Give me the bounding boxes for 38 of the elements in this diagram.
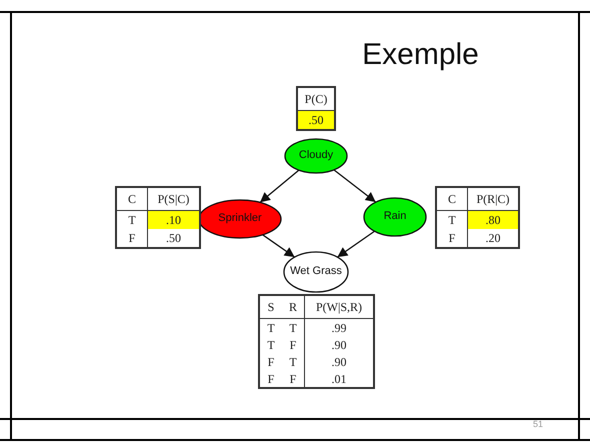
ellipse-node: [284, 138, 348, 174]
table-header: P(W|S,R): [304, 295, 374, 318]
table-value: F: [259, 353, 282, 370]
arrow: [334, 169, 376, 203]
table-value: .80: [468, 210, 519, 229]
table-value: .10: [148, 210, 200, 229]
table-value: T: [259, 336, 282, 353]
table-value: F: [436, 229, 468, 248]
ellipse-node: [363, 197, 427, 237]
table-value: .50: [297, 110, 335, 130]
table-value: T: [282, 353, 304, 370]
table-value: F: [282, 370, 304, 388]
table-header: C: [436, 187, 468, 210]
node-label: Wet Grass: [289, 266, 343, 278]
page-number: 51: [533, 420, 544, 429]
table-value: .20: [468, 229, 519, 248]
table-header: S: [259, 295, 282, 318]
table-value: T: [259, 318, 282, 336]
table-value: .01: [304, 370, 374, 388]
arrow: [262, 234, 296, 258]
table-value: F: [282, 336, 304, 353]
table-header: R: [282, 295, 304, 318]
table-value: T: [282, 318, 304, 336]
arrow: [260, 170, 300, 203]
table-header: C: [116, 187, 148, 210]
node-label: Sprinkler: [217, 213, 263, 225]
table-value: .90: [304, 336, 374, 353]
table-value: .99: [304, 318, 374, 336]
table-value: F: [116, 229, 148, 248]
table-value: .50: [148, 229, 200, 248]
table-value: .90: [304, 353, 374, 370]
node-label: Rain: [382, 211, 408, 223]
ellipse-node: [283, 251, 349, 293]
node-label: Cloudy: [298, 150, 334, 162]
table-value: F: [259, 370, 282, 388]
arrow: [337, 230, 375, 258]
ellipse-node: [198, 199, 282, 239]
slide-title: Exemple: [361, 38, 480, 71]
